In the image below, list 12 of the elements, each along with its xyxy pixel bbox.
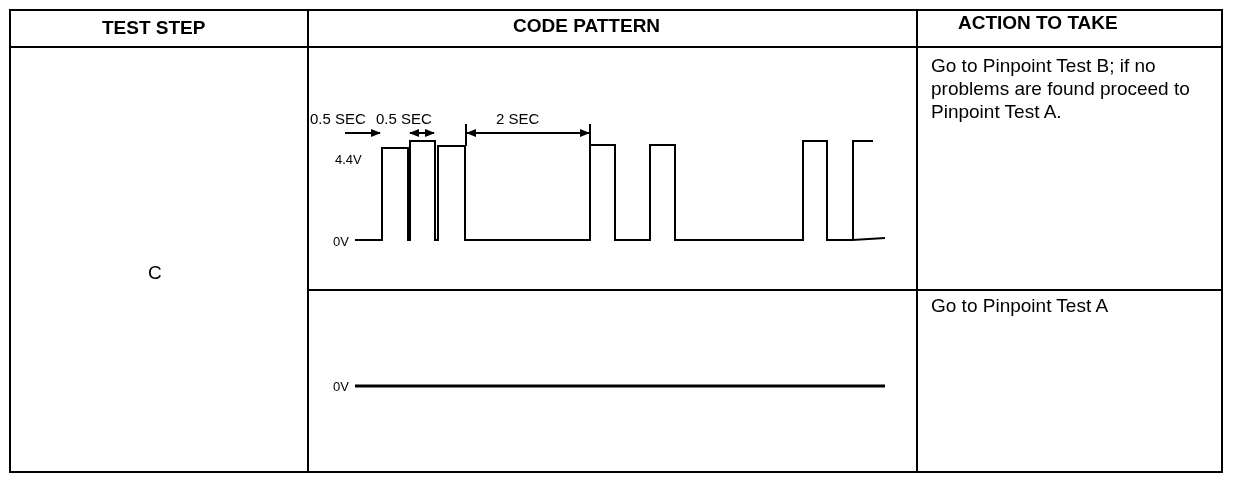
column-header: CODE PATTERN xyxy=(513,15,661,37)
column-header: TEST STEP xyxy=(102,17,206,39)
duration-label: 0.5 SEC xyxy=(310,110,366,127)
duration-label: 2 SEC xyxy=(496,110,540,127)
action-text: Go to Pinpoint Test B; if no problems are found proceed to Pinpoint Test A. xyxy=(931,54,1191,123)
column-header: ACTION TO TAKE xyxy=(958,12,1118,34)
duration-label: 0.5 SEC xyxy=(376,110,432,127)
voltage-label: 4.4V xyxy=(335,152,362,167)
voltage-label: 0V xyxy=(333,234,349,249)
action-text: Go to Pinpoint Test A xyxy=(931,295,1109,317)
step-letter: C xyxy=(148,262,162,284)
voltage-label: 0V xyxy=(333,379,349,394)
